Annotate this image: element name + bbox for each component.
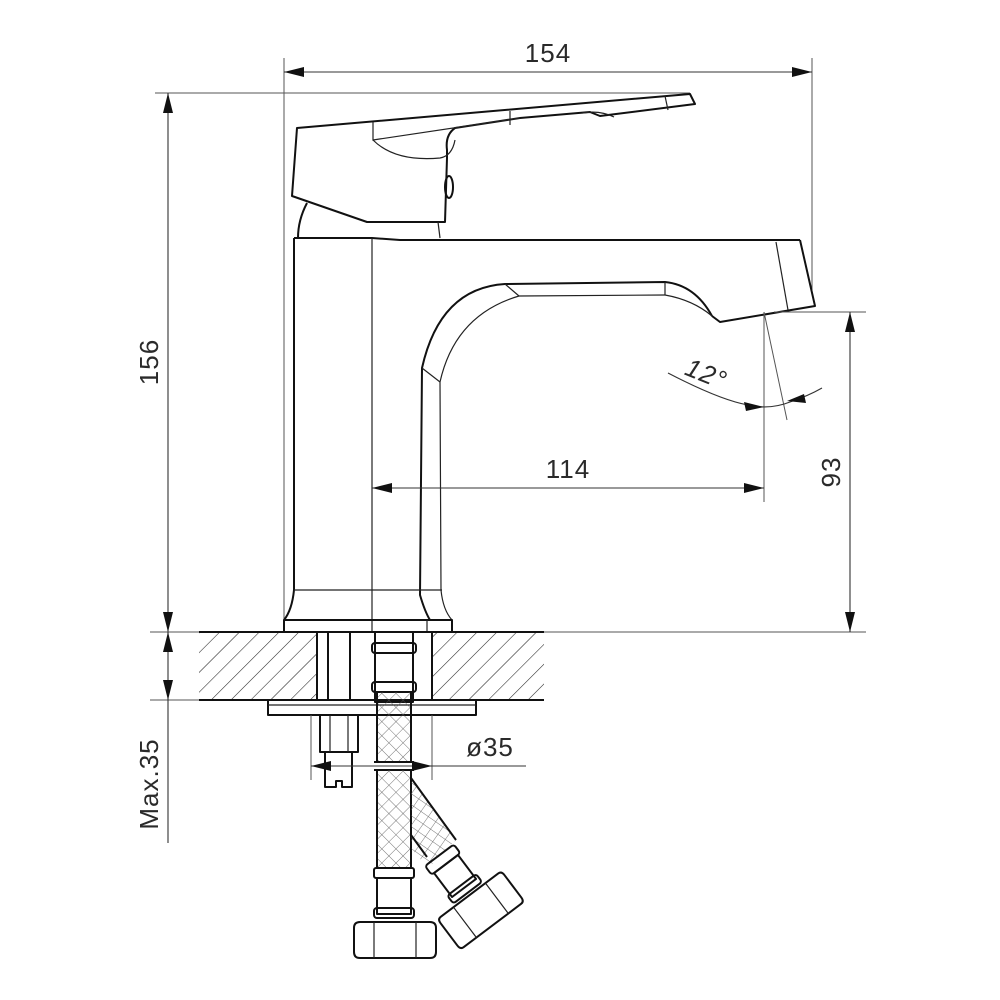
dimension-label-width: 154 [525,38,571,68]
dimension-overall-width: 154 [283,38,813,625]
lever-handle [291,93,696,239]
dimension-label-max-thickness: Max.35 [134,738,164,829]
dimension-label-diameter: ø35 [466,732,514,762]
countertop-section [150,631,544,701]
dimension-label-reach: 114 [546,454,590,484]
faucet-body [283,237,816,633]
dimension-overall-height: 156 [134,92,690,632]
dimension-spout-height: 93 [440,311,866,633]
dimension-max-thickness: Max.35 [134,632,173,843]
dimension-spout-angle: 12° [667,311,823,421]
supply-hose-angled [410,777,524,950]
dimension-hole-diameter: ø35 [310,715,526,780]
dimension-label-spout-height: 93 [816,457,846,488]
dimension-spout-reach: 114 [372,312,765,502]
supply-hose-vertical [353,631,437,959]
dimension-label-angle: 12° [681,352,731,396]
mounting-hardware [267,699,477,788]
dimension-label-height: 156 [134,339,164,385]
